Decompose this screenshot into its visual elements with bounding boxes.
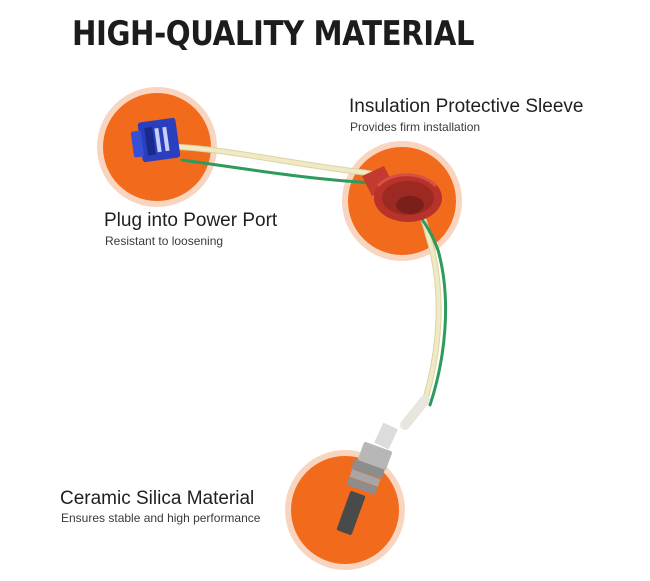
page-title: HIGH-QUALITY MATERIAL <box>72 14 475 54</box>
ceramic-detail: Ensures stable and high performance <box>61 511 261 525</box>
ceramic-heading: Ceramic Silica Material <box>60 488 255 509</box>
plug-heading: Plug into Power Port <box>104 210 278 231</box>
plug-connector <box>130 117 181 163</box>
glow-plug <box>336 395 430 535</box>
plug-detail: Resistant to loosening <box>105 234 224 248</box>
insulation-sleeve <box>362 166 442 222</box>
sleeve-detail: Provides firm installation <box>350 120 481 134</box>
sleeve-heading: Insulation Protective Sleeve <box>349 96 584 117</box>
